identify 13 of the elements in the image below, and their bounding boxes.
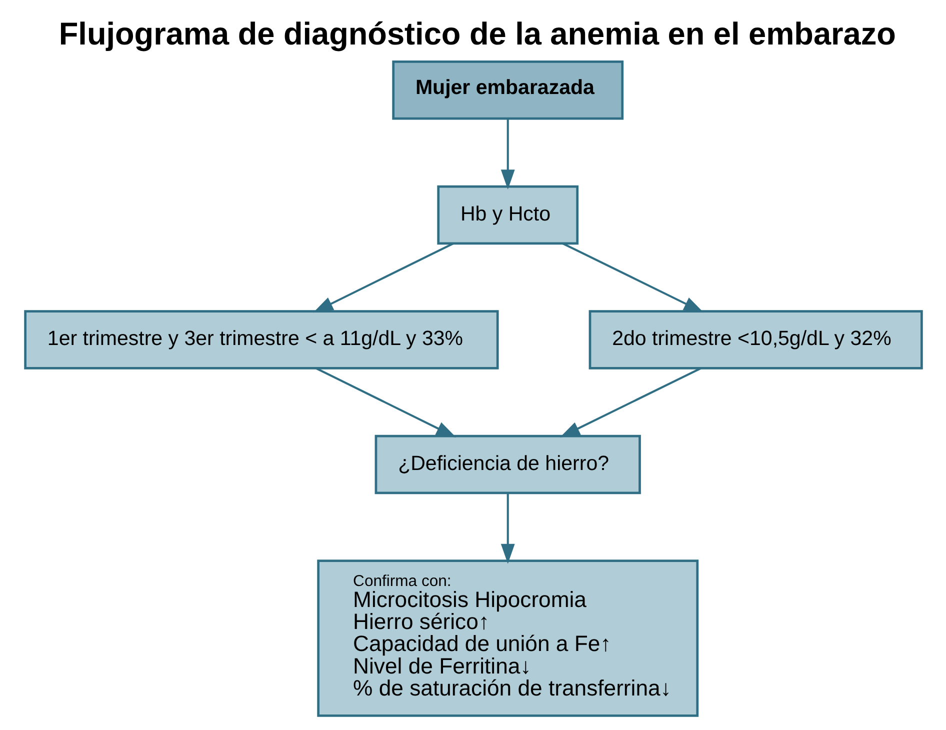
node-box: ¿Deficiencia de hierro? xyxy=(374,434,640,494)
node-box: 2do trimestre <10,5g/dL y 32% xyxy=(588,310,922,370)
arrow xyxy=(500,118,514,190)
arrow xyxy=(315,367,456,438)
node-box: 1er trimestre y 3er trimestre < a 11g/dL y 33% xyxy=(24,310,498,370)
diagram-title: Flujograma de diagnóstico de la anemia en el embarazo xyxy=(58,15,896,52)
arrow xyxy=(562,242,704,313)
arrow xyxy=(500,494,514,564)
node-box: Confirma con: Microcitosis Hipocromia Hierro sérico↑ Capacidad de unión a Fe↑ Nivel de Ferritina↓ % de saturación de transferrina↓ xyxy=(316,560,698,717)
arrow xyxy=(312,242,454,313)
node-box: Hb y Hcto xyxy=(436,185,578,245)
node-box: Mujer embarazada xyxy=(392,60,624,120)
arrow xyxy=(559,367,701,438)
